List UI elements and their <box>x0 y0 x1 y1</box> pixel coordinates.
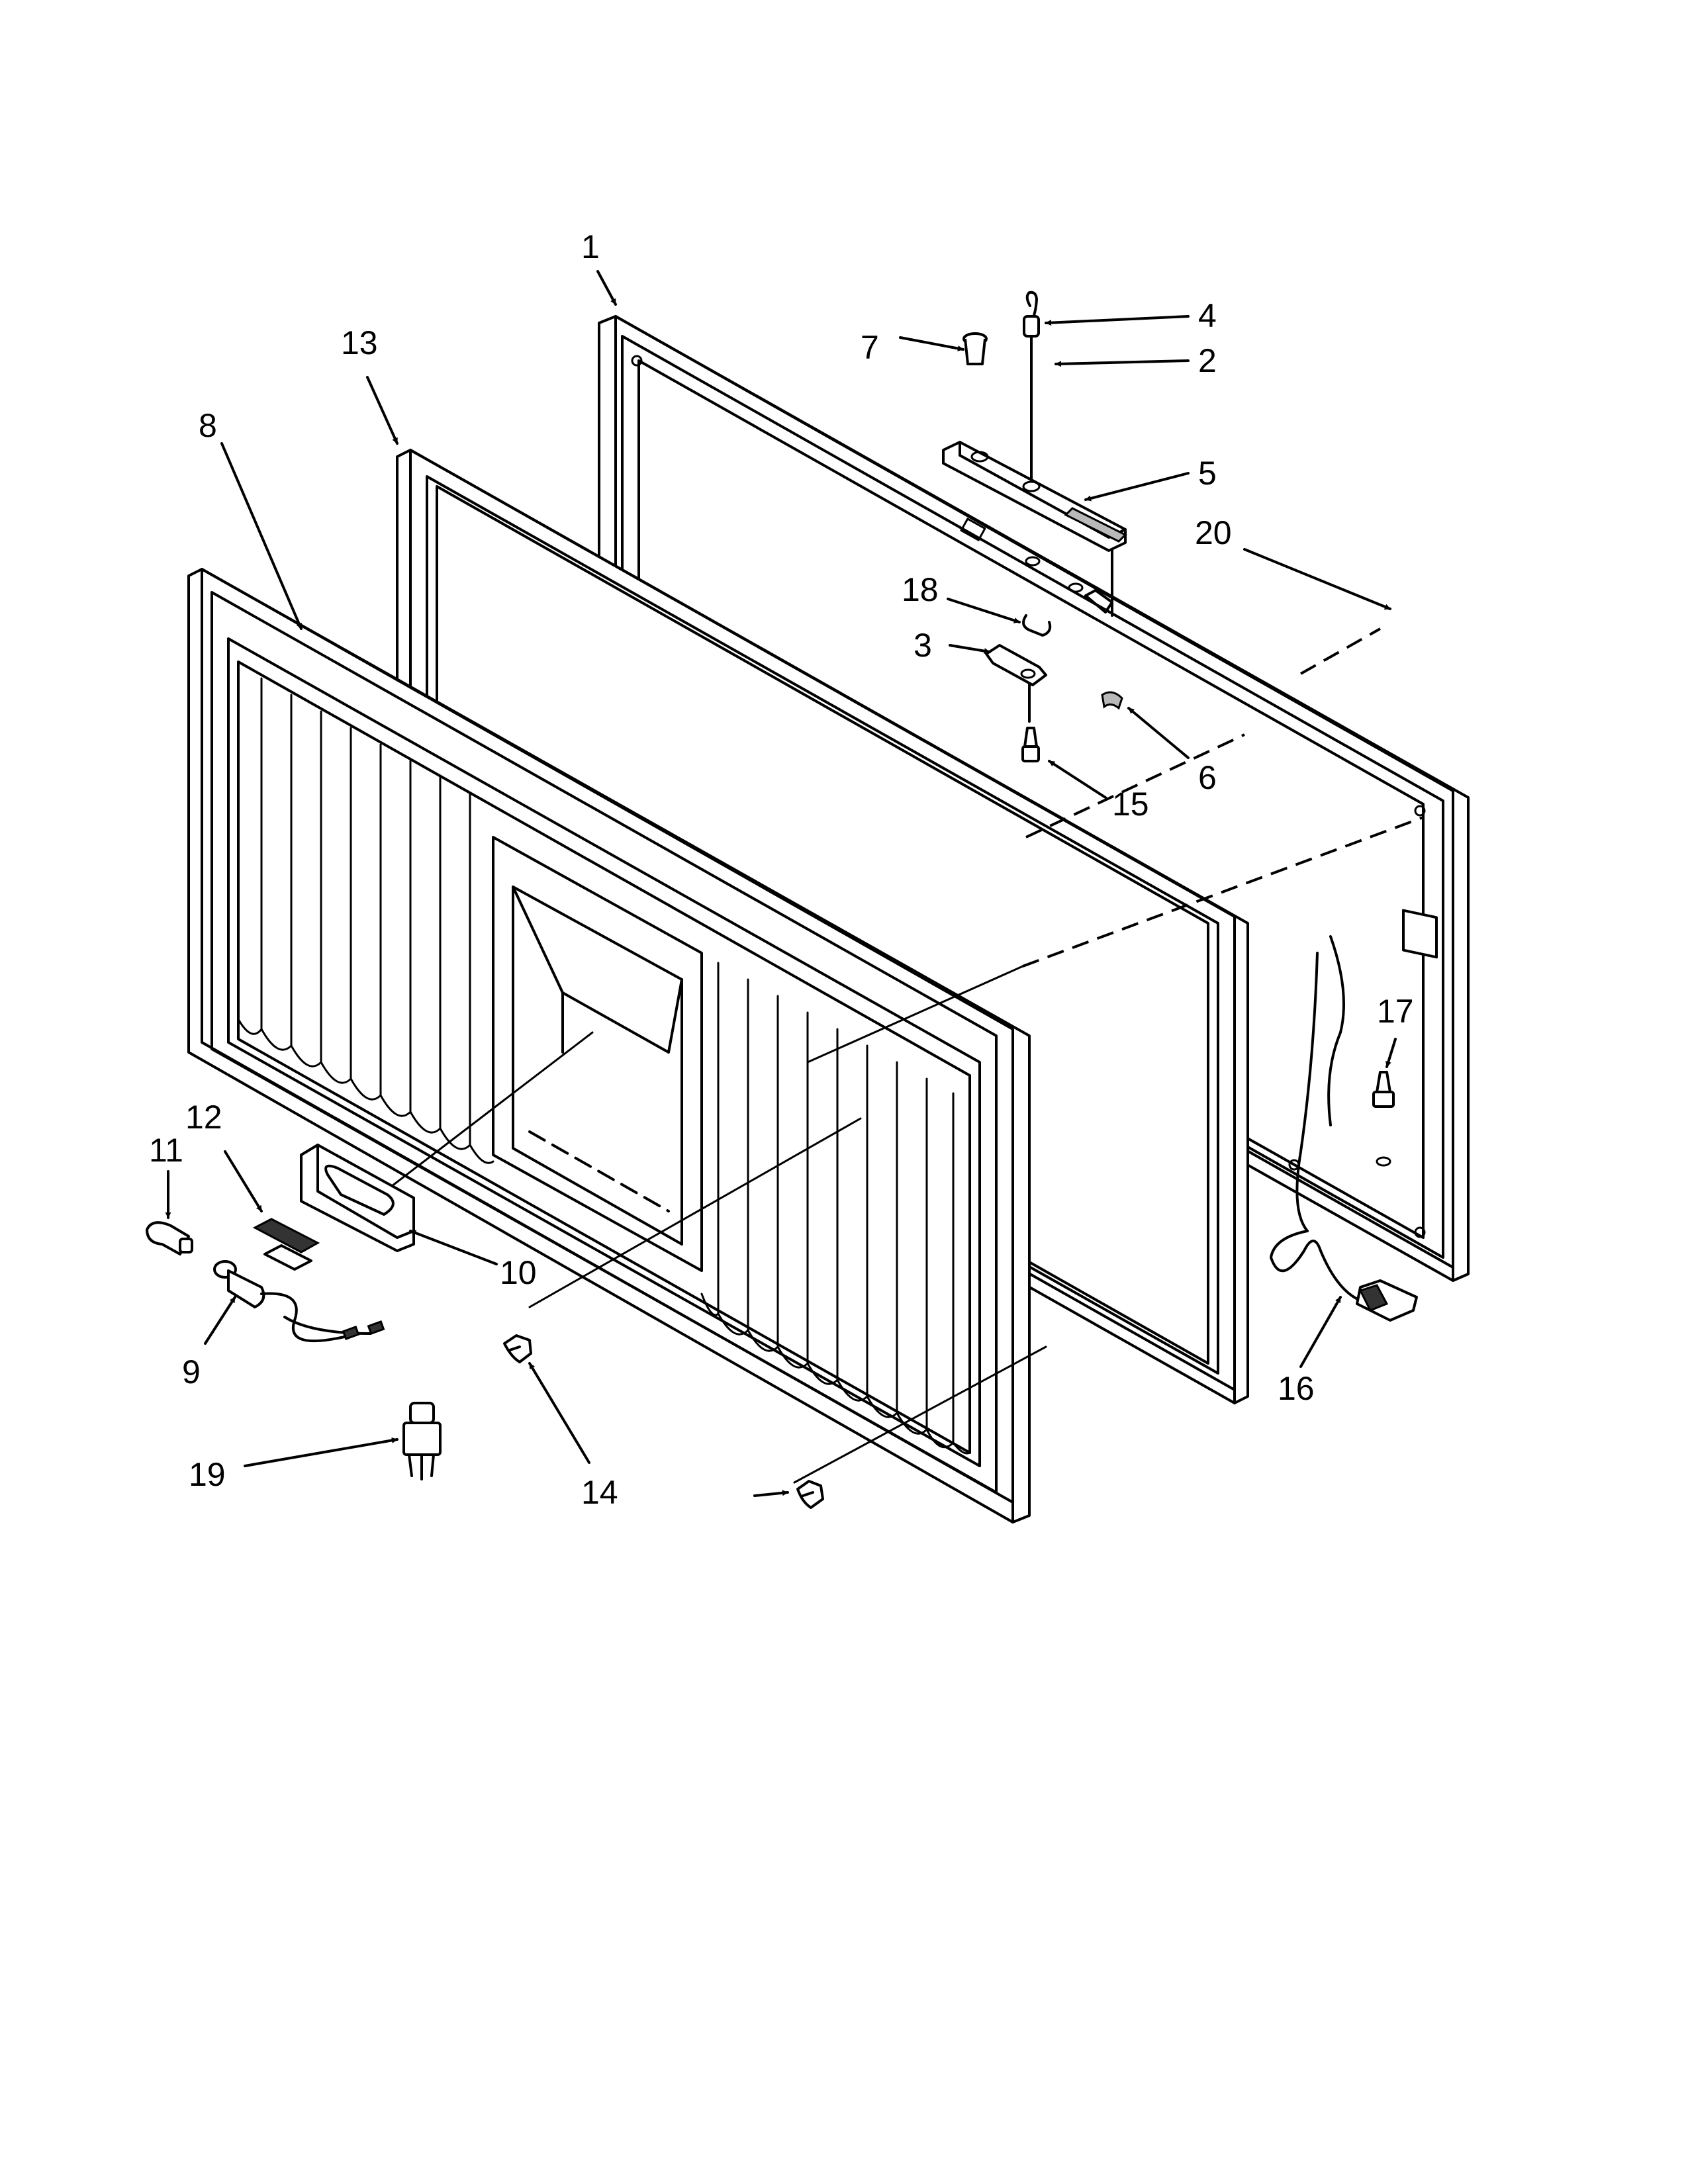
alignment-lines <box>379 627 1424 1484</box>
push-pin-2 <box>796 1480 824 1509</box>
light-housing <box>300 1144 415 1252</box>
harness-screw <box>1372 1071 1395 1167</box>
callout-2: 2 <box>1198 342 1217 379</box>
callout-5: 5 <box>1198 455 1217 492</box>
hinge-assembly <box>942 291 1127 762</box>
light-shield <box>252 1218 320 1253</box>
cotter-pin <box>1025 291 1038 320</box>
leader-lines <box>165 270 1397 1497</box>
callout-11: 11 <box>149 1132 183 1169</box>
callout-7: 7 <box>861 329 879 366</box>
light-switch <box>402 1402 442 1480</box>
callout-12: 12 <box>185 1099 222 1136</box>
callout-14: 14 <box>581 1474 618 1511</box>
callout-6: 6 <box>1198 759 1217 796</box>
rating-label <box>1402 909 1438 959</box>
callout-13: 13 <box>341 324 378 361</box>
inner-door-liner <box>187 568 1031 1524</box>
callout-8: 8 <box>199 407 217 444</box>
callout-20: 20 <box>1195 514 1232 551</box>
liner-center-recess <box>492 836 703 1272</box>
hinge-bracket <box>942 441 1127 617</box>
callout-1: 1 <box>581 228 600 265</box>
hinge-plate <box>985 644 1047 723</box>
liner-ribs-left <box>237 677 494 1164</box>
light-socket <box>213 1260 385 1343</box>
callout-3: 3 <box>914 627 932 664</box>
callout-19: 19 <box>189 1456 226 1493</box>
callout-9: 9 <box>182 1353 201 1390</box>
wire-harness <box>1270 935 1418 1322</box>
callout-18: 18 <box>902 571 939 608</box>
hinge-pin <box>1023 315 1040 491</box>
callout-17: 17 <box>1377 993 1414 1030</box>
u-clip <box>1022 614 1052 637</box>
callout-15: 15 <box>1112 786 1149 823</box>
shim <box>1101 691 1123 710</box>
callout-16: 16 <box>1278 1370 1315 1407</box>
push-pin <box>503 1334 532 1363</box>
callout-10: 10 <box>500 1254 537 1291</box>
liner-ribs-right <box>700 962 971 1455</box>
callout-4: 4 <box>1198 297 1217 334</box>
door-outer-frame <box>598 315 1470 1282</box>
hinge-screw <box>1021 727 1040 762</box>
callout-labels: 1 2 3 4 5 6 7 8 9 10 11 12 13 14 15 16 1… <box>149 228 1414 1511</box>
bushing <box>962 332 988 365</box>
light-bulb <box>146 1221 193 1255</box>
